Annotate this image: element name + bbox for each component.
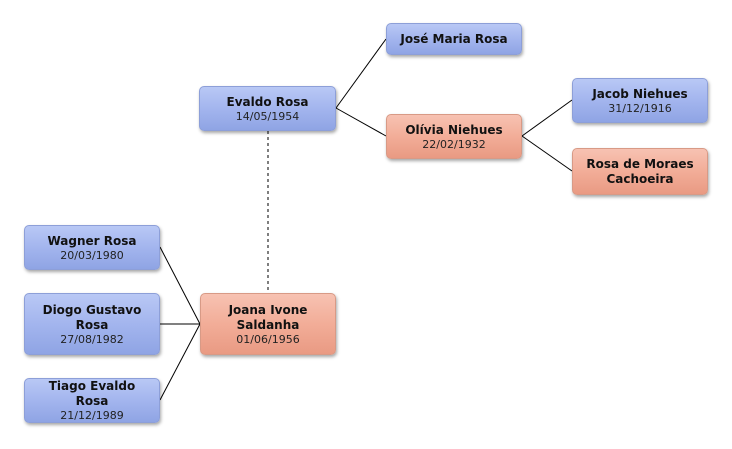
person-name: Joana Ivone Saldanha: [228, 302, 308, 332]
person-node-wagner-rosa[interactable]: Wagner Rosa 20/03/1980: [24, 225, 160, 270]
person-name: Evaldo Rosa: [226, 94, 309, 109]
person-name: Jacob Niehues: [592, 86, 688, 101]
person-name: Tiago Evaldo Rosa: [48, 379, 136, 408]
person-name: Diogo Gustavo Rosa: [42, 302, 142, 332]
person-birth-date: 20/03/1980: [60, 248, 124, 262]
person-name: Olívia Niehues: [405, 122, 503, 137]
person-node-rosa-de-moraes-cachoeira[interactable]: Rosa de Moraes Cachoeira: [572, 148, 708, 195]
connector-joana-tiago: [159, 323, 201, 401]
person-node-tiago-evaldo-rosa[interactable]: Tiago Evaldo Rosa 21/12/1989: [24, 378, 160, 423]
person-node-olivia-niehues[interactable]: Olívia Niehues 22/02/1932: [386, 114, 522, 159]
person-node-diogo-gustavo-rosa[interactable]: Diogo Gustavo Rosa 27/08/1982: [24, 293, 160, 355]
person-node-jacob-niehues[interactable]: Jacob Niehues 31/12/1916: [572, 78, 708, 123]
person-birth-date: 21/12/1989: [60, 409, 124, 422]
person-name: José Maria Rosa: [400, 31, 508, 46]
connector-olivia-jacob: [521, 99, 573, 137]
connector-joana-wagner: [159, 246, 201, 325]
person-birth-date: 31/12/1916: [608, 101, 672, 115]
person-node-jose-maria-rosa[interactable]: José Maria Rosa: [386, 23, 522, 55]
person-node-joana-ivone-saldanha[interactable]: Joana Ivone Saldanha 01/06/1956: [200, 293, 336, 355]
connector-olivia-rosa: [521, 135, 573, 172]
connector-evaldo-jose: [335, 38, 387, 109]
person-name: Wagner Rosa: [47, 233, 137, 248]
person-birth-date: 22/02/1932: [422, 137, 486, 151]
person-node-evaldo-rosa[interactable]: Evaldo Rosa 14/05/1954: [199, 86, 336, 131]
person-birth-date: 14/05/1954: [235, 109, 300, 123]
person-name: Rosa de Moraes Cachoeira: [586, 156, 694, 186]
connector-evaldo-olivia: [335, 107, 387, 137]
person-birth-date: 01/06/1956: [236, 332, 300, 346]
person-birth-date: 27/08/1982: [60, 332, 124, 346]
